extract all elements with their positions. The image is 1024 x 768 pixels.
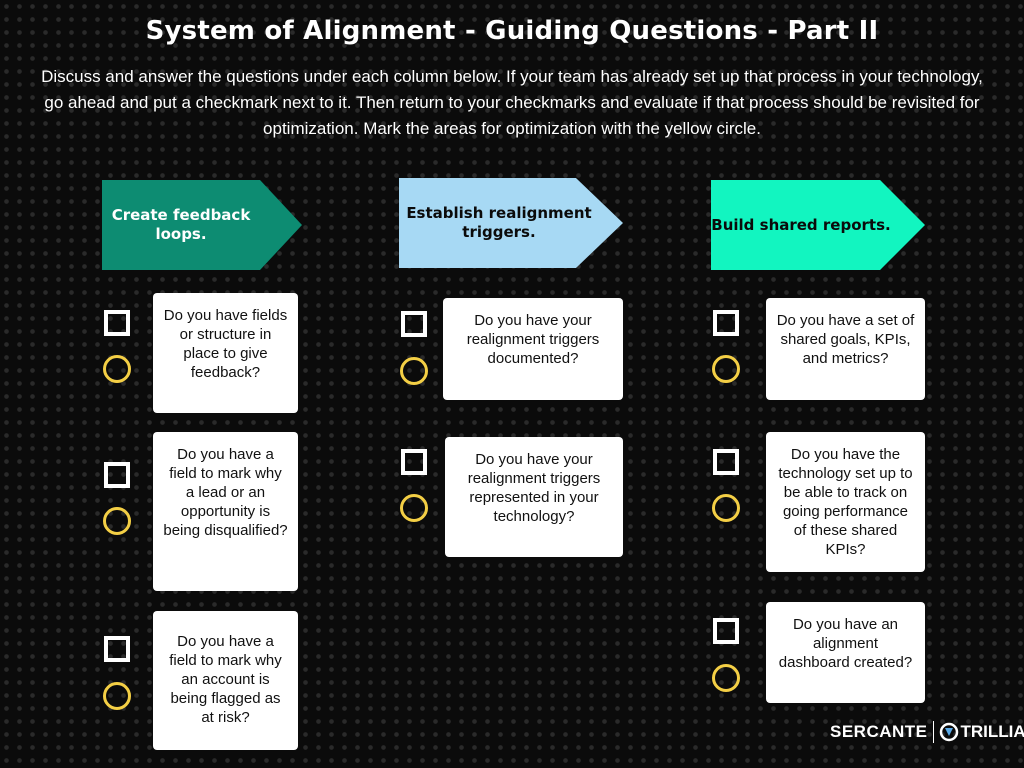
optimization-circle-icon[interactable] <box>712 664 740 692</box>
question-card: Do you have your realignment triggers do… <box>443 298 623 400</box>
checkbox-icon[interactable] <box>104 636 130 662</box>
checkbox-icon[interactable] <box>713 310 739 336</box>
optimization-circle-icon[interactable] <box>712 494 740 522</box>
question-card: Do you have an alignment dashboard creat… <box>766 602 925 703</box>
checkbox-icon[interactable] <box>401 449 427 475</box>
checkbox-icon[interactable] <box>104 310 130 336</box>
question-card: Do you have the technology set up to be … <box>766 432 925 572</box>
question-card: Do you have fields or structure in place… <box>153 293 298 413</box>
page-title: System of Alignment - Guiding Questions … <box>145 16 879 46</box>
question-card: Do you have a set of shared goals, KPIs,… <box>766 298 925 400</box>
logo-divider <box>932 721 934 743</box>
checkbox-icon[interactable] <box>401 311 427 337</box>
trilliad-mark-icon <box>939 722 958 742</box>
checkbox-icon[interactable] <box>713 449 739 475</box>
optimization-circle-icon[interactable] <box>400 357 428 385</box>
instructions-text: Discuss and answer the questions under e… <box>41 67 983 138</box>
question-card: Do you have your realignment triggers re… <box>445 437 623 557</box>
column-heading-label: Create feedback loops. <box>111 206 251 243</box>
column-heading-label: Establish realignment triggers. <box>406 204 592 241</box>
checkbox-icon[interactable] <box>713 618 739 644</box>
optimization-circle-icon[interactable] <box>103 507 131 535</box>
question-card: Do you have a field to mark why a lead o… <box>153 432 298 591</box>
trilliad-logo-text: TRILLIAD <box>960 722 1024 741</box>
column-header-realignment-triggers: Establish realignment triggers. <box>399 178 623 268</box>
optimization-circle-icon[interactable] <box>103 355 131 383</box>
optimization-circle-icon[interactable] <box>400 494 428 522</box>
column-header-feedback-loops: Create feedback loops. <box>102 180 302 270</box>
brand-logo: SERCANTE TRILLIAD <box>830 718 1024 746</box>
column-heading-label: Build shared reports. <box>711 215 891 234</box>
optimization-circle-icon[interactable] <box>103 682 131 710</box>
sercante-logo-text: SERCANTE <box>830 722 928 741</box>
optimization-circle-icon[interactable] <box>712 355 740 383</box>
question-card: Do you have a field to mark why an accou… <box>153 611 298 750</box>
checkbox-icon[interactable] <box>104 462 130 488</box>
column-header-shared-reports: Build shared reports. <box>711 180 925 270</box>
